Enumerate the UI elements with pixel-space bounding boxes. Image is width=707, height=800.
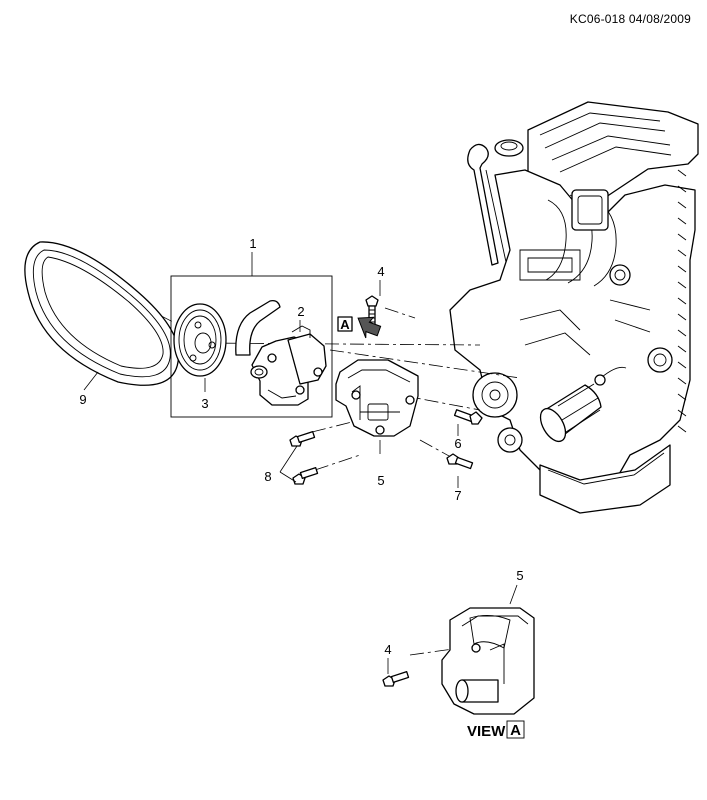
callout-numbers: 1 2 3 4 5 6 7 8 9 5 4 [79,236,523,657]
view-a-label: VIEW A [467,720,525,740]
callout-8: 8 [264,469,271,484]
callout-9: 9 [79,392,86,407]
callout-6: 6 [454,436,461,451]
callout-4-view: 4 [384,642,391,657]
bolt-6 [453,409,483,425]
view-label-letter: A [510,722,521,739]
view-direction-arrow: A [337,316,382,339]
bolts-8 [289,431,319,485]
leader-lines [83,252,518,674]
callout-5-view: 5 [516,568,523,583]
callout-4-top: 4 [377,264,384,279]
direction-letter: A [340,317,350,332]
drawing-code: KC06-018 04/08/2009 [569,12,691,26]
drive-belt [24,241,180,386]
callout-3: 3 [201,396,208,411]
view-a-bracket [441,607,535,715]
oil-filter [539,383,602,443]
callout-1: 1 [249,236,256,251]
pump-pulley [173,303,227,377]
pump-bracket [335,359,419,437]
engine-block [449,101,699,514]
callout-5-top: 5 [377,473,384,488]
view-a-bolt-4 [382,671,410,687]
power-steering-pump [235,299,327,406]
view-label-text: VIEW [467,723,506,740]
bolt-7 [446,453,474,470]
callout-7: 7 [454,488,461,503]
pump-assembly-frame [170,275,333,418]
callout-2: 2 [297,304,304,319]
